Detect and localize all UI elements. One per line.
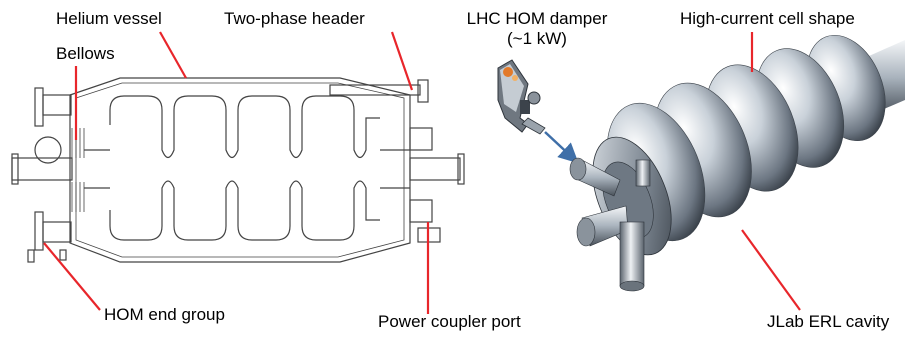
jlab-erl-cavity-render xyxy=(569,34,905,292)
label-power-coupler-port: Power coupler port xyxy=(378,312,521,331)
insertion-arrow xyxy=(544,131,579,164)
lhc-hom-damper-render xyxy=(497,59,546,135)
leader-helium-vessel xyxy=(159,31,187,79)
leader-hom-end-group xyxy=(43,242,101,311)
label-lhc-hom-damper-line2: (~1 kW) xyxy=(507,29,567,48)
label-jlab-erl-cavity: JLab ERL cavity xyxy=(767,312,890,331)
cryomodule-cross-section xyxy=(11,77,465,263)
label-high-current-cell-shape: High-current cell shape xyxy=(680,9,855,28)
bellows xyxy=(71,128,85,212)
label-bellows: Bellows xyxy=(56,44,115,63)
leader-jlab-erl-cavity xyxy=(741,229,801,311)
cavity-cells-top xyxy=(109,95,380,159)
label-lhc-hom-damper-line1: LHC HOM damper xyxy=(466,9,608,28)
beam-pipe-right xyxy=(409,157,461,181)
helium-vessel-shell xyxy=(69,77,411,263)
label-hom-end-group: HOM end group xyxy=(104,305,225,324)
label-helium-vessel: Helium vessel xyxy=(56,9,162,28)
leader-lines xyxy=(43,31,801,314)
cavity-cells-bottom xyxy=(109,180,380,241)
label-lhc-hom-damper: LHC HOM damper (~1 kW) xyxy=(462,9,612,49)
label-two-phase-header: Two-phase header xyxy=(224,9,365,28)
two-phase-header-pipe xyxy=(329,84,421,96)
leader-two-phase-header xyxy=(390,31,414,91)
hom-pipe-vertical xyxy=(619,221,645,287)
